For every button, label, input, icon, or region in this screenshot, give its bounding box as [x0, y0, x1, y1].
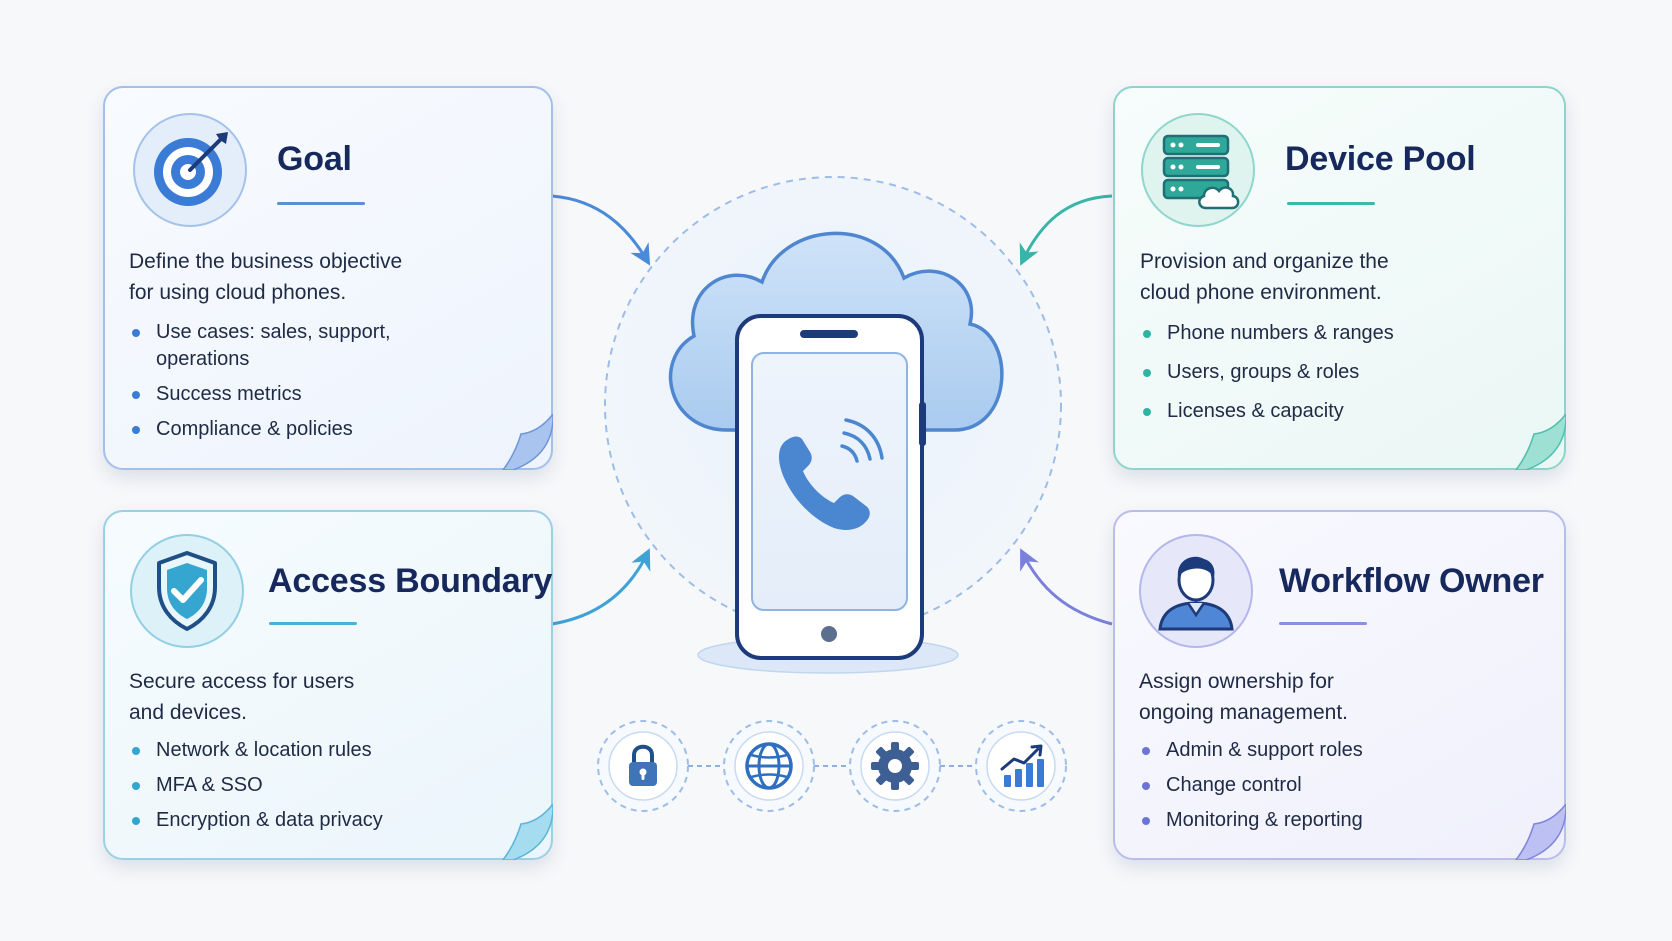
server-cloud-icon	[1140, 112, 1256, 228]
page-curl-corner	[493, 804, 553, 860]
device-pool-title-underline	[1287, 202, 1375, 205]
device-pool-title: Device Pool	[1285, 140, 1476, 178]
workflow-owner-bullet: Admin & support roles	[1139, 737, 1469, 764]
access-boundary-description-line-2: and devices.	[129, 701, 247, 724]
access-boundary-bullet: Network & location rules	[129, 737, 459, 764]
goal-description-line-2: for using cloud phones.	[129, 281, 347, 304]
device-pool-description-line-2: cloud phone environment.	[1140, 281, 1382, 304]
goal-title-underline	[277, 202, 365, 205]
globe-icon	[722, 719, 816, 813]
lock-icon	[596, 719, 690, 813]
page-curl-corner	[1506, 804, 1566, 860]
goal-description-line-1: Define the business objective	[129, 250, 403, 273]
arrow-workflow-owner	[1020, 548, 1113, 626]
arrow-goal	[551, 194, 651, 266]
access-boundary-bullet: MFA & SSO	[129, 772, 459, 799]
chart-icon	[974, 719, 1068, 813]
target-icon	[132, 112, 248, 228]
access-boundary-bullet: Encryption & data privacy	[129, 807, 459, 834]
workflow-owner-description-line-2: ongoing management.	[1139, 701, 1348, 724]
phone-call-icon	[778, 436, 870, 530]
phone-side-button	[919, 402, 926, 446]
goal-description: Define the business objective for using …	[129, 246, 402, 308]
access-boundary-bullet-list: Network & location rules MFA & SSO Encry…	[129, 737, 459, 842]
arrow-access-boundary	[551, 548, 651, 626]
goal-bullet: Compliance & policies	[129, 416, 429, 443]
workflow-owner-title: Workflow Owner	[1279, 562, 1544, 600]
device-pool-card: Device Pool Provision and organize the c…	[1113, 86, 1566, 470]
phone-speaker	[800, 330, 858, 338]
workflow-owner-bullet-list: Admin & support roles Change control Mon…	[1139, 737, 1469, 842]
workflow-owner-card: Workflow Owner Assign ownership for ongo…	[1113, 510, 1566, 860]
gear-icon	[848, 719, 942, 813]
workflow-owner-description-line-1: Assign ownership for	[1139, 670, 1334, 693]
page-curl-corner	[493, 414, 553, 470]
device-pool-bullet-list: Phone numbers & ranges Users, groups & r…	[1140, 320, 1470, 433]
device-pool-bullet: Licenses & capacity	[1140, 398, 1470, 425]
phone-screen	[751, 352, 908, 611]
phone-home-button	[821, 626, 837, 642]
workflow-owner-title-underline	[1279, 622, 1367, 625]
shield-check-icon	[129, 533, 245, 649]
arrow-device-pool	[1019, 194, 1113, 266]
phone-signal-wave-2	[842, 431, 872, 461]
device-pool-description: Provision and organize the cloud phone e…	[1140, 246, 1389, 308]
device-pool-description-line-1: Provision and organize the	[1140, 250, 1389, 273]
goal-card: Goal Define the business objective for u…	[103, 86, 553, 470]
goal-bullet: Use cases: sales, support, operations	[129, 319, 429, 373]
access-boundary-title: Access Boundary	[268, 562, 553, 600]
goal-title: Goal	[277, 140, 352, 178]
access-boundary-description: Secure access for users and devices.	[129, 666, 354, 728]
phone-signal-wave-1	[840, 444, 859, 463]
device-pool-bullet: Users, groups & roles	[1140, 359, 1470, 386]
device-pool-bullet: Phone numbers & ranges	[1140, 320, 1470, 347]
workflow-owner-description: Assign ownership for ongoing management.	[1139, 666, 1348, 728]
user-icon	[1138, 533, 1254, 649]
workflow-owner-bullet: Monitoring & reporting	[1139, 807, 1469, 834]
access-boundary-card: Access Boundary Secure access for users …	[103, 510, 553, 860]
phone-signal-wave-3	[844, 418, 884, 460]
access-boundary-title-underline	[269, 622, 357, 625]
access-boundary-description-line-1: Secure access for users	[129, 670, 355, 693]
goal-bullet-list: Use cases: sales, support, operations Su…	[129, 319, 429, 451]
page-curl-corner	[1506, 414, 1566, 470]
goal-bullet: Success metrics	[129, 381, 429, 408]
workflow-owner-bullet: Change control	[1139, 772, 1469, 799]
